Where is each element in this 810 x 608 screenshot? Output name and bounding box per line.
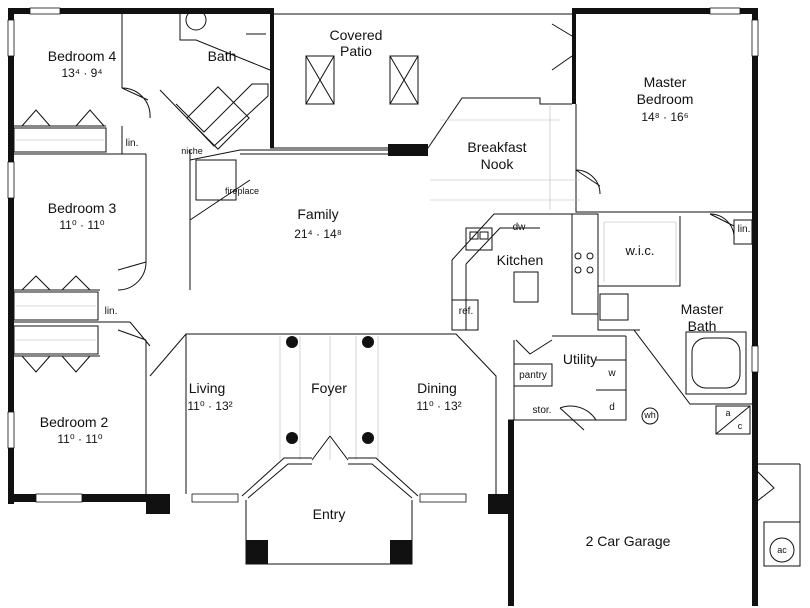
ac-unit-label: ac [777, 545, 787, 555]
family-label: Family [297, 206, 339, 222]
bedroom-3-dimensions: 11⁰ · 11⁰ [59, 218, 105, 232]
doors [21, 23, 775, 503]
covered-patio-label-line1: Covered [329, 27, 383, 43]
pantry-label: pantry [519, 370, 547, 381]
dining-dimensions: 11⁰ · 13² [416, 399, 462, 413]
living-dimensions: 11⁰ · 13² [187, 399, 233, 413]
breakfast-nook-label-line2: Nook [480, 156, 514, 172]
living-label: Living [188, 380, 226, 396]
refrigerator-label: ref. [458, 306, 474, 317]
closet-shelves [13, 127, 677, 355]
family-dimensions: 21⁴ · 14⁸ [294, 227, 342, 241]
bedroom-3-label: Bedroom 3 [47, 200, 117, 216]
fireplace-label: fireplace [224, 186, 260, 196]
master-bedroom-dimensions: 14⁸ · 16⁶ [641, 110, 689, 124]
master-bath-label-line2: Bath [687, 318, 717, 334]
linen-closet-label-3: lin. [737, 224, 751, 235]
ac-pad [641, 405, 801, 567]
dryer-label: d [609, 402, 615, 413]
bedroom-4-label: Bedroom 4 [47, 48, 117, 64]
bedroom-2-label: Bedroom 2 [39, 414, 109, 430]
covered-patio-label-line2: Patio [340, 43, 372, 59]
master-bath-label-line1: Master [680, 301, 724, 317]
dining-label: Dining [417, 380, 457, 396]
niche-label: niche [181, 146, 203, 156]
dishwasher-label: dw [512, 222, 526, 233]
breakfast-nook-label-line1: Breakfast [467, 139, 527, 155]
walk-in-closet-label: w.i.c. [625, 243, 655, 258]
ac-label-c: c [737, 421, 743, 431]
bedroom-4-dimensions: 13⁴ · 9⁴ [61, 66, 103, 80]
entry-bay [241, 435, 419, 565]
windows [7, 7, 759, 503]
bedroom-2-dimensions: 11⁰ · 11⁰ [57, 432, 103, 446]
water-heater-label: wh [644, 410, 656, 420]
garage-label: 2 Car Garage [585, 533, 671, 549]
linen-closet-label-1: lin. [125, 138, 139, 149]
washer-label: w [608, 368, 616, 379]
utility-label: Utility [562, 351, 598, 367]
ac-label-a: a [725, 408, 731, 418]
foyer-label: Foyer [311, 380, 347, 396]
linen-closet-label-2: lin. [104, 306, 118, 317]
master-bedroom-label-line1: Master [643, 74, 687, 90]
nook-grid [430, 104, 580, 210]
foyer-columns [279, 336, 379, 460]
patio-outline [240, 13, 572, 155]
bath-fixtures [159, 9, 271, 150]
entry-label: Entry [312, 506, 346, 522]
kitchen-label: Kitchen [496, 252, 544, 268]
master-bedroom-label-line2: Bedroom [636, 91, 694, 107]
storage-label: stor. [532, 405, 552, 416]
bath-label: Bath [207, 48, 237, 64]
kitchen-counters [451, 213, 599, 331]
